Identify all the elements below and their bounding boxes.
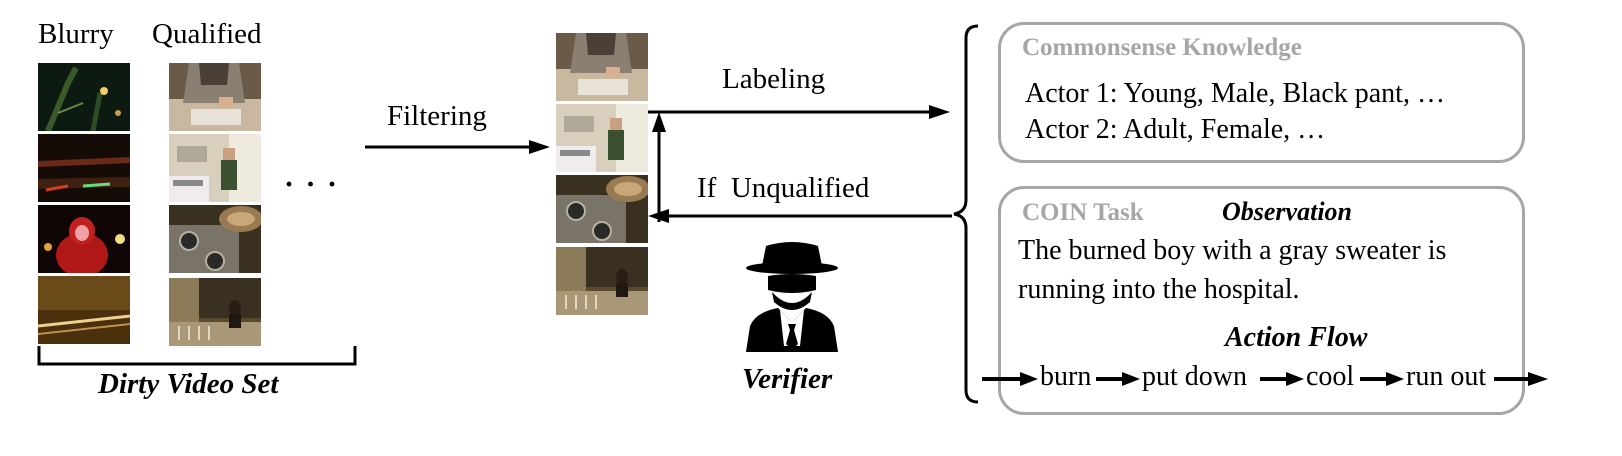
observation-text-line-2: running into the hospital. <box>1018 274 1300 305</box>
qualified-frame-1 <box>169 63 261 131</box>
blurry-frame-1 <box>38 63 130 131</box>
action-step-3: cool <box>1306 361 1355 392</box>
dirty-set-bracket <box>37 346 357 366</box>
qualified-column-label: Qualified <box>152 18 262 50</box>
filtering-arrow <box>365 140 550 154</box>
action-step-4: run out <box>1406 361 1487 392</box>
observation-text-line-1: The burned boy with a gray sweater is <box>1018 235 1447 266</box>
qualified-frame-4 <box>169 278 261 346</box>
more-frames-ellipsis: · · · <box>284 168 340 201</box>
action-flow-title: Action Flow <box>1225 322 1368 353</box>
dirty-video-set-caption: Dirty Video Set <box>98 368 279 400</box>
observation-title: Observation <box>1222 197 1352 226</box>
filtered-frame-1 <box>556 33 648 101</box>
filtered-frame-3 <box>556 175 648 243</box>
blurry-frame-4 <box>38 276 130 344</box>
blurry-frame-3 <box>38 205 130 273</box>
commonsense-title: Commonsense Knowledge <box>1022 34 1302 61</box>
filtered-frame-4 <box>556 247 648 315</box>
actor-2-attributes: Actor 2: Adult, Female, … <box>1025 114 1326 145</box>
unqualified-return-arrow <box>648 112 952 223</box>
if-unqualified-label: If Unqualified <box>697 172 870 204</box>
verifier-spy-icon <box>746 242 838 352</box>
commonsense-knowledge-box <box>998 22 1525 163</box>
filtering-label: Filtering <box>387 100 487 132</box>
coin-task-title: COIN Task <box>1022 199 1144 226</box>
qualified-frame-3 <box>169 205 261 273</box>
labeling-arrow <box>648 105 950 119</box>
action-flow-arrows <box>982 372 1548 386</box>
coin-task-box <box>998 186 1525 415</box>
verifier-caption: Verifier <box>742 363 833 395</box>
blurry-column-label: Blurry <box>38 18 114 50</box>
actor-1-attributes: Actor 1: Young, Male, Black pant, … <box>1025 78 1445 109</box>
output-brace <box>953 24 979 404</box>
labeling-label: Labeling <box>722 63 826 95</box>
action-step-1: burn <box>1040 361 1092 392</box>
filtered-frame-2 <box>556 104 648 172</box>
qualified-frame-2 <box>169 134 261 202</box>
action-step-2: put down <box>1142 361 1247 392</box>
blurry-frame-2 <box>38 134 130 202</box>
